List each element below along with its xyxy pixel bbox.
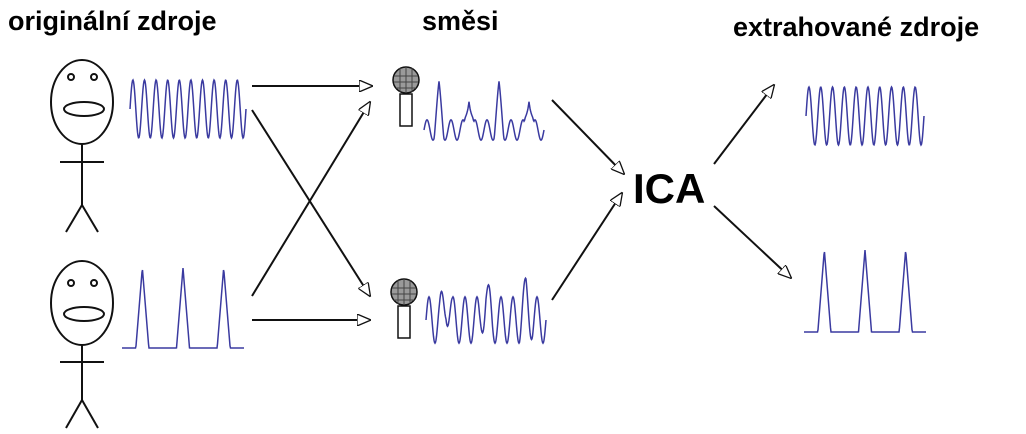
extracted-sources-heading: extrahované zdroje [733,12,980,42]
arrow-ica-ext1 [713,85,774,165]
arrow-src1-mix2 [251,109,370,296]
microphone-2-icon [390,278,418,339]
ica-label: ICA [633,165,706,212]
extracted-2-signal [804,249,926,333]
arrow-ica-ext2 [713,205,791,278]
person-2-icon [50,260,114,429]
source-1-signal [129,78,247,140]
original-sources-heading: originální zdroje [8,6,217,36]
source-2-signal [122,267,244,349]
extracted-1-signal [805,85,925,147]
microphone-1-icon [392,66,420,127]
mixture-1-signal [423,81,545,142]
arrow-mix2-ica [551,193,622,301]
person-1-icon [50,59,114,233]
arrow-mix1-ica [551,99,624,174]
arrow-src2-mix1 [251,102,370,297]
mixtures-heading: směsi [422,6,499,36]
mixture-2-signal [425,276,547,345]
